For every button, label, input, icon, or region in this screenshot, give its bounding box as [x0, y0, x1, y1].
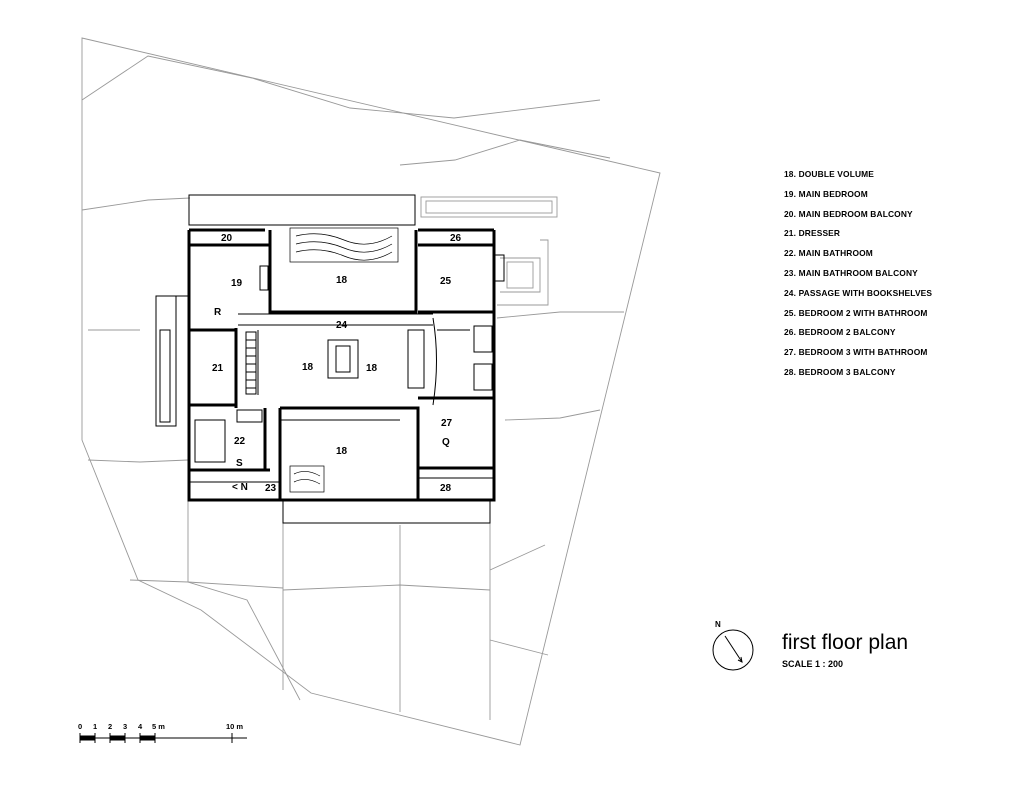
legend-item: 18. DOUBLE VOLUME: [784, 169, 875, 179]
scale-tick-label: 4: [138, 722, 143, 731]
legend-item: 24. PASSAGE WITH BOOKSHELVES: [784, 287, 933, 298]
room-label-28: 28: [440, 483, 452, 494]
room-label-27: 27: [441, 418, 453, 429]
site-boundary: [81, 37, 661, 746]
north-arrow: [712, 629, 754, 671]
marker-r: R: [214, 307, 222, 318]
room-label-18: 18: [302, 362, 314, 373]
north-label: N: [715, 620, 721, 629]
room-label-21: 21: [212, 363, 224, 374]
room-label-22: 22: [234, 436, 246, 447]
legend-item: 25. BEDROOM 2 WITH BATHROOM: [784, 307, 928, 318]
legend-item: 26. BEDROOM 2 BALCONY: [784, 327, 896, 338]
scale-tick-label: 3: [123, 722, 128, 731]
room-label-18: 18: [336, 446, 348, 457]
pool-outline: [420, 196, 558, 306]
interior-walls: [190, 254, 505, 483]
room-label-24: 24: [336, 320, 348, 331]
legend-item: 28. BEDROOM 3 BALCONY: [784, 366, 896, 377]
room-label-18: 18: [336, 275, 348, 286]
scale-tick-label: 1: [93, 722, 98, 731]
scale-tick-label: 0: [78, 722, 83, 731]
scale-tick-label: 2: [108, 722, 113, 731]
scale-tick-label: 10 m: [226, 722, 244, 731]
legend-item: 27. BEDROOM 3 WITH BATHROOM: [784, 347, 928, 358]
room-label-19: 19: [231, 278, 243, 289]
legend-item: 23. MAIN BATHROOM BALCONY: [784, 267, 918, 278]
exterior-walls: [187, 228, 496, 502]
marker-s: S: [236, 458, 243, 469]
legend-item: 20. MAIN BEDROOM BALCONY: [784, 208, 913, 219]
legend-item: 21. DRESSER: [784, 228, 841, 239]
legend-item: 19. MAIN BEDROOM: [784, 188, 868, 199]
skylight-hatch: [289, 227, 399, 493]
legend-item: 22. MAIN BATHROOM: [784, 248, 873, 259]
scale-text: SCALE 1 : 200: [782, 659, 844, 669]
room-label-26: 26: [450, 233, 462, 244]
marker-n-arrow: < N: [232, 482, 248, 493]
marker-q: Q: [442, 437, 450, 448]
room-label-25: 25: [440, 276, 452, 287]
room-label-23: 23: [265, 483, 277, 494]
scale-tick-label: 5 m: [152, 722, 165, 731]
plan-title: first floor plan: [782, 631, 909, 654]
room-label-18: 18: [366, 363, 378, 374]
scale-bar: [79, 733, 247, 743]
room-labels: 20 26 19 18 25 24 21 18 18 22 27 18 23 2…: [212, 233, 462, 494]
room-legend: 18. DOUBLE VOLUME 19. MAIN BEDROOM 20. M…: [784, 168, 932, 386]
room-label-20: 20: [221, 233, 233, 244]
